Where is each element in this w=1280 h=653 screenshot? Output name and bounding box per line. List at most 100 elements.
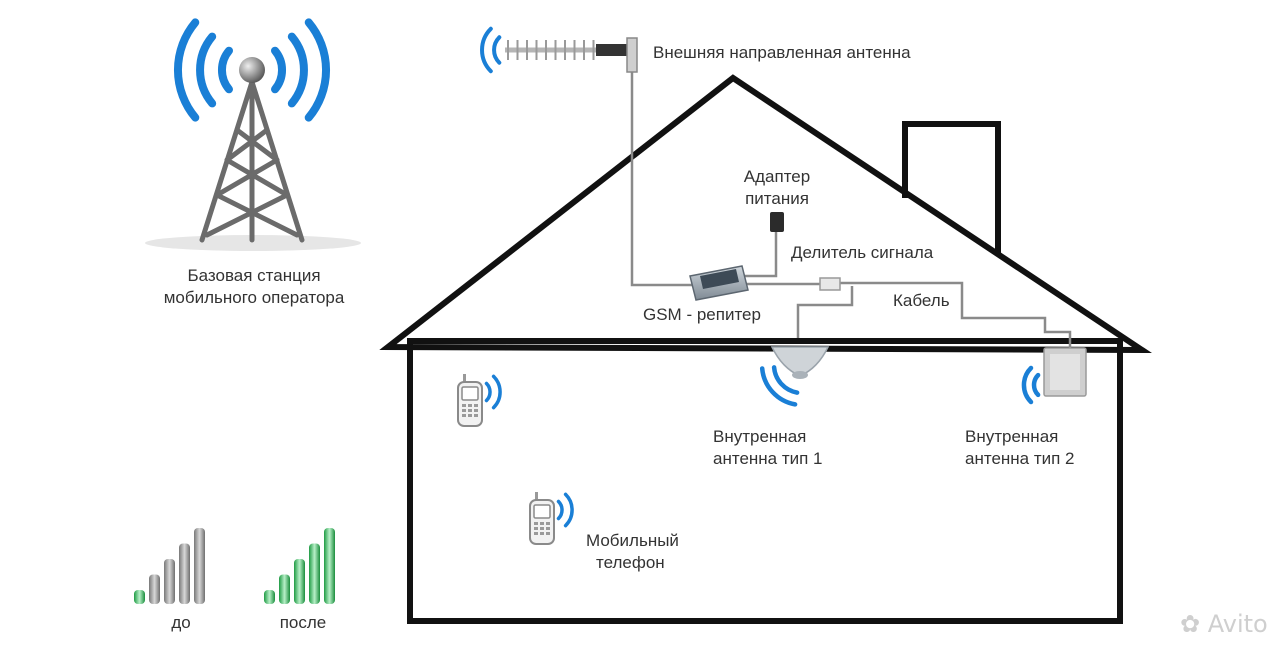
tower-top-ball [239, 57, 265, 83]
signal-wave-arc [271, 46, 287, 94]
signal-bar [264, 590, 275, 604]
house-roof [379, 74, 1152, 354]
signal-bar [294, 559, 305, 604]
cell-tower-icon [145, 57, 361, 251]
inner-antenna-2-label-line1: Внутренная [965, 427, 1059, 446]
signal-wave-arc [1021, 365, 1034, 405]
power-adapter-label-line2: питания [745, 189, 809, 208]
signal-bar [164, 559, 175, 604]
splitter-label: Делитель сигнала [791, 243, 934, 262]
house [379, 74, 1152, 624]
tower-brace [224, 127, 270, 163]
signal-bar [324, 528, 335, 604]
phone-key [534, 522, 538, 525]
signal-bar [149, 574, 160, 604]
signal-wave-arc [563, 492, 574, 528]
mobile-phone-label-line1: Мобильный [586, 531, 679, 550]
phone-key [462, 404, 466, 407]
phone-key [474, 414, 478, 417]
power-adapter-label-line1: Адаптер [743, 167, 811, 186]
external-antenna-label: Внешняя направленная антенна [653, 43, 911, 62]
yagi-bracket [626, 37, 638, 73]
repeater-box-icon [689, 265, 749, 301]
phone-key [534, 527, 538, 530]
signal-bars-before [134, 528, 205, 604]
ceiling-antenna-icon [770, 346, 830, 379]
cable-splitter-inner2 [840, 281, 1072, 348]
power-adapter-icon [770, 212, 784, 232]
phone-key [540, 522, 544, 525]
tower-brace [234, 127, 280, 163]
signal-wave-arc [1031, 372, 1041, 398]
signal-wave-arc [759, 366, 798, 407]
inner1-signal-waves [759, 365, 800, 407]
phone-key [474, 409, 478, 412]
watermark-text: Avito [1207, 610, 1268, 638]
phone-key [534, 532, 538, 535]
tower-brace [224, 157, 290, 198]
phone-key [546, 522, 550, 525]
mobile-phone-label-line2: телефон [596, 553, 665, 572]
tower-brace [214, 157, 280, 198]
phone1-signal-waves [484, 374, 502, 410]
inner-antenna-1-label-line2: антенна тип 1 [713, 449, 823, 468]
phone-screen [533, 504, 551, 519]
avito-watermark: ✿ Avito [1180, 610, 1268, 638]
base-station-label-line1: Базовая станция [187, 266, 321, 285]
phone-key [540, 532, 544, 535]
yagi-signal-waves [480, 26, 502, 74]
inner-antenna-2-label-line2: антенна тип 2 [965, 449, 1075, 468]
phone-key [462, 409, 466, 412]
watermark-logo-icon: ✿ [1180, 610, 1201, 638]
cable-splitter-inner1 [796, 286, 854, 338]
phone-key [546, 527, 550, 530]
signal-wave-arc [196, 32, 217, 108]
splitter-icon [819, 277, 841, 291]
cable-label: Кабель [893, 291, 950, 310]
signal-wave-arc [304, 18, 330, 122]
phone-key [540, 527, 544, 530]
inner-antenna-1-label-line1: Внутренная [713, 427, 807, 446]
signal-bar [279, 574, 290, 604]
signal-wave-arc [174, 18, 200, 122]
yagi-driven-element [596, 44, 632, 56]
signal-wave-arc [492, 35, 502, 65]
signal-wave-arc [484, 381, 492, 403]
tower-signal-waves [174, 18, 330, 122]
phone-key [474, 404, 478, 407]
tower-brace [204, 192, 290, 238]
signal-bar [194, 528, 205, 604]
phone-key [468, 404, 472, 407]
signal-bar [134, 590, 145, 604]
cable-antenna-repeater [630, 70, 700, 287]
phone-antenna [463, 374, 466, 384]
signal-wave-arc [491, 374, 502, 410]
panel-antenna-icon [1043, 347, 1087, 397]
bars-after-label: после [279, 613, 327, 632]
house-chimney [902, 121, 1001, 254]
yagi-antenna-icon [505, 37, 638, 73]
tower-brace [214, 192, 300, 238]
phone-key [462, 414, 466, 417]
phone-key [468, 414, 472, 417]
phone-key [468, 409, 472, 412]
signal-wave-arc [287, 32, 308, 108]
cables [630, 70, 1072, 348]
base-station-label-line2: мобильного оператора [163, 288, 345, 307]
signal-bar [309, 543, 320, 604]
house-walls [407, 338, 1123, 624]
signal-wave-arc [556, 499, 564, 521]
inner2-signal-waves [1021, 365, 1041, 405]
tower-shadow [145, 235, 361, 251]
bars-before-label: до [171, 613, 191, 632]
signal-wave-arc [771, 365, 800, 395]
signal-bar [179, 543, 190, 604]
phone-key [546, 532, 550, 535]
signal-wave-arc [217, 46, 233, 94]
phone-antenna [535, 492, 538, 502]
cable-adapter-repeater [745, 232, 778, 278]
phone-screen [461, 386, 479, 401]
phone2-signal-waves [556, 492, 574, 528]
